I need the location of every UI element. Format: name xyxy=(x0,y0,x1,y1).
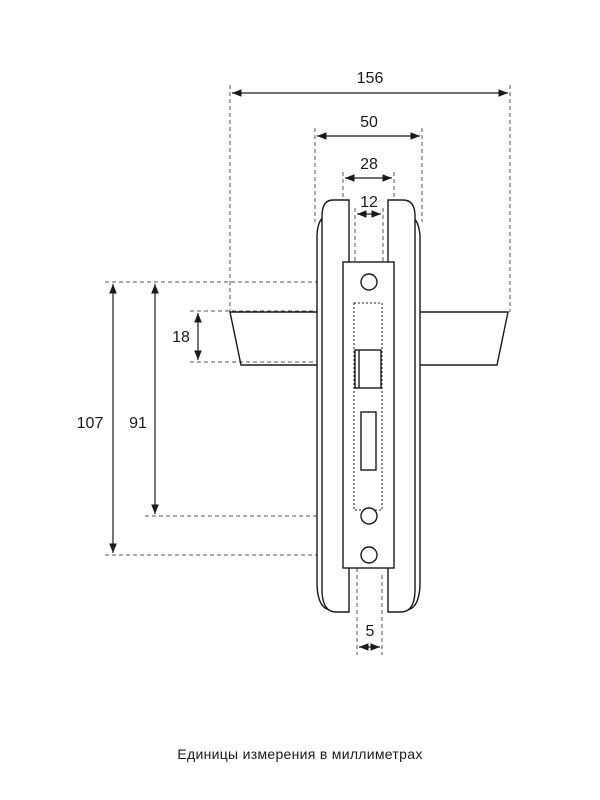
extension-lines xyxy=(105,85,511,655)
label-rosette-width: 50 xyxy=(360,114,378,131)
label-spindle-to-bottom-screw: 107 xyxy=(77,415,104,432)
dimension-lines xyxy=(109,89,508,651)
deadbolt-slot xyxy=(360,411,377,471)
lower-screw xyxy=(360,507,378,525)
top-screw xyxy=(360,273,378,291)
label-body-width: 28 xyxy=(360,156,378,173)
label-faceplate-width: 12 xyxy=(360,194,378,211)
dimension-labels: 156 50 28 12 18 91 107 5 xyxy=(77,70,384,640)
left-rosette-inner xyxy=(321,199,350,613)
units-caption: Единицы измерения в миллиметрах xyxy=(177,746,423,762)
label-handle-height: 18 xyxy=(172,329,190,346)
right-handle xyxy=(417,311,509,366)
rosettes xyxy=(316,199,421,613)
right-rosette-inner xyxy=(387,199,416,613)
bottom-screw xyxy=(360,546,378,564)
label-spindle-to-lower-screw: 91 xyxy=(129,415,147,432)
lock-body xyxy=(342,261,395,569)
label-screw-offset: 5 xyxy=(366,623,375,640)
label-overall-width: 156 xyxy=(357,70,384,87)
left-handle xyxy=(229,311,320,366)
